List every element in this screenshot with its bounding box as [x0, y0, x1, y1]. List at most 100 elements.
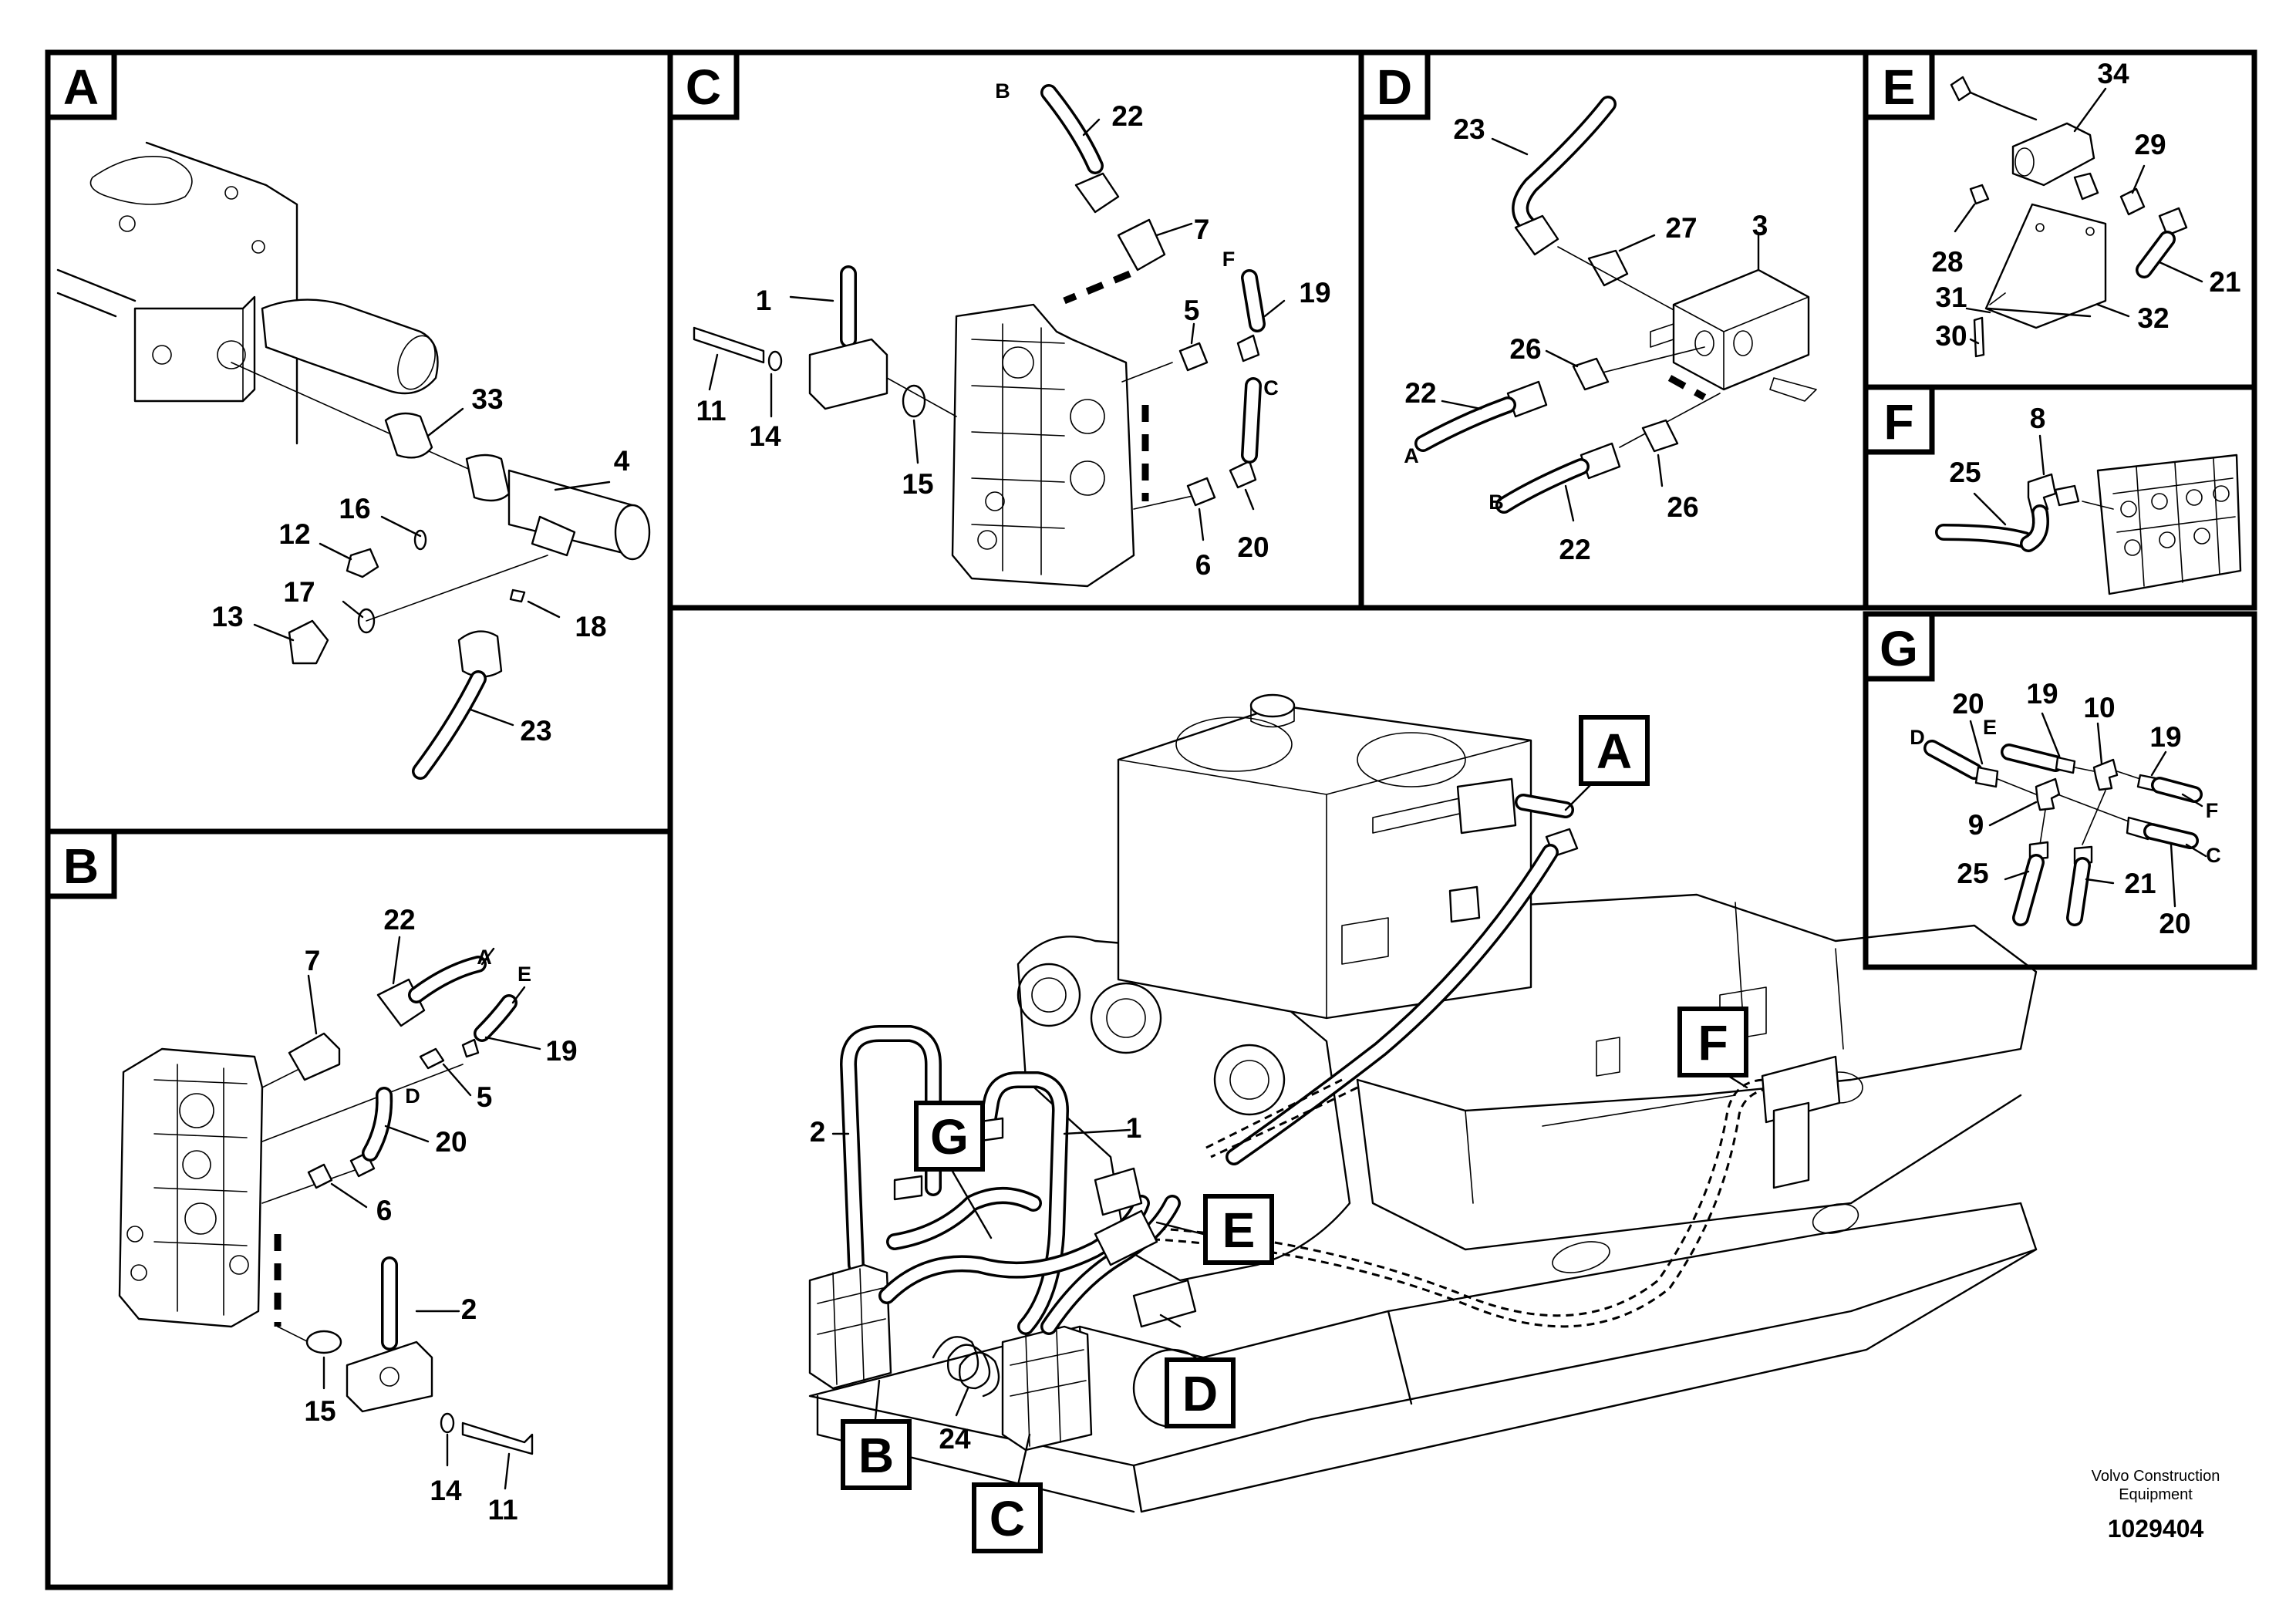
panel-c-labels: B 22 7 F 19 1 5 11 14 15 C 6 20	[696, 79, 1330, 581]
connection-dash	[1667, 375, 1707, 400]
callout-c-box	[972, 1482, 1043, 1553]
pipe-end	[397, 335, 436, 390]
plate-31	[1987, 307, 2092, 318]
label-7: 7	[305, 945, 321, 976]
label-8: 8	[2030, 403, 2046, 434]
nut-12	[346, 548, 379, 578]
nipple	[465, 454, 511, 502]
label-d: D	[405, 1084, 420, 1108]
callout-e: E	[1222, 1202, 1256, 1258]
fitting-19-c	[1236, 334, 1260, 363]
panel-letter-tabs: A B C D E F G	[45, 49, 1935, 899]
port-block	[133, 295, 256, 403]
bolt-11	[461, 1421, 534, 1455]
label-b: B	[995, 79, 1010, 103]
label-21: 21	[2124, 868, 2156, 899]
label-f: F	[1222, 248, 1236, 271]
label-17: 17	[283, 576, 315, 608]
callout-a-box	[1579, 715, 1650, 786]
fitting-26b	[1641, 419, 1679, 453]
fitting-6	[307, 1163, 333, 1189]
washer-14-c	[767, 350, 783, 372]
label-32: 32	[2137, 302, 2169, 334]
callout-g: G	[930, 1109, 969, 1165]
frame-rail	[1248, 893, 2038, 1112]
label-c: C	[2206, 844, 2221, 867]
panel-b-frame	[45, 828, 673, 1590]
callout-a: A	[1596, 723, 1632, 779]
callout-b-box	[841, 1419, 912, 1490]
oring-15	[305, 1330, 342, 1354]
tank-line	[56, 292, 117, 318]
label-31: 31	[1935, 282, 1967, 313]
label-18: 18	[575, 611, 606, 642]
label-2: 2	[461, 1293, 477, 1325]
block-3	[1672, 268, 1810, 391]
panel-b-letter: B	[63, 838, 99, 894]
main-labels: 2 1 24	[810, 1112, 1142, 1455]
panel-a-labels: 33 4 16 12 17 13 18 23	[211, 383, 629, 747]
label-e: E	[1983, 716, 1997, 739]
hose-fitting-c	[1074, 172, 1120, 214]
label-34: 34	[2097, 58, 2129, 89]
footer: Volvo Construction Equipment 1029404	[2092, 1468, 2220, 1543]
hose-fitting-d	[1514, 214, 1559, 256]
tee-9	[2035, 777, 2061, 811]
callout-f-box	[1677, 1007, 1748, 1077]
label-20: 20	[1952, 688, 1984, 720]
panel-e-tab	[1863, 49, 1935, 120]
nut-13	[288, 619, 329, 665]
label-11: 11	[696, 395, 726, 427]
callout-e-box	[1203, 1194, 1274, 1265]
suction-pipe	[261, 298, 439, 395]
callout-f: F	[1698, 1015, 1728, 1071]
label-28: 28	[1931, 246, 1963, 278]
panel-f-frame	[1863, 384, 2257, 611]
port-hole	[152, 345, 172, 365]
panel-b-labels: 22 A 7 E 19 D 5 20 6 2 15 14 11	[304, 904, 577, 1526]
dashed-route	[1125, 1086, 1775, 1328]
valve-f-block	[1761, 1055, 1841, 1124]
tank-bolt	[251, 240, 265, 254]
tank-port-block	[1456, 777, 1517, 835]
callout-b: B	[858, 1428, 894, 1483]
label-22: 22	[1559, 534, 1590, 565]
control-valve-c	[951, 303, 1135, 588]
bolt-11-c	[693, 326, 765, 364]
brand-line-2: Equipment	[2119, 1486, 2193, 1503]
label-20: 20	[1237, 531, 1269, 563]
tank-cap-plate	[1175, 717, 1293, 772]
tank-line	[56, 268, 137, 302]
label-d: D	[1910, 726, 1925, 749]
panel-e-drawing	[1950, 76, 2203, 358]
label-4: 4	[614, 445, 630, 477]
panel-d-letter: D	[1377, 59, 1412, 115]
panel-e-letter: E	[1883, 59, 1916, 115]
oring-18	[509, 588, 526, 603]
fitting-5	[419, 1047, 445, 1070]
panel-d-tab	[1358, 49, 1431, 120]
filler-cap	[1249, 693, 1296, 718]
panel-frames	[45, 49, 2257, 1590]
elbow-7-c	[1117, 218, 1166, 271]
panel-a-letter: A	[63, 59, 99, 115]
callout-g-box	[914, 1101, 985, 1172]
callout-d: D	[1182, 1366, 1218, 1421]
fitting-g3	[2055, 756, 2076, 774]
fitting-f	[2054, 484, 2080, 507]
oring-15-c	[902, 384, 926, 418]
tank-bolt	[119, 215, 136, 232]
tank-label-plate	[1341, 917, 1389, 965]
fitting-19a	[461, 1038, 480, 1058]
label-22: 22	[383, 904, 415, 936]
label-19: 19	[1299, 277, 1330, 309]
panel-g-drawing	[1923, 712, 2207, 926]
label-9: 9	[1968, 809, 1984, 841]
label-24: 24	[939, 1423, 971, 1455]
tee-cap	[614, 504, 651, 561]
label-6: 6	[1195, 549, 1212, 581]
tank-bolt	[224, 186, 238, 200]
panel-g-labels: 20 19 D E 10 19 9 F 25 21 C 20	[1910, 678, 2221, 939]
tee-branch	[531, 515, 576, 557]
